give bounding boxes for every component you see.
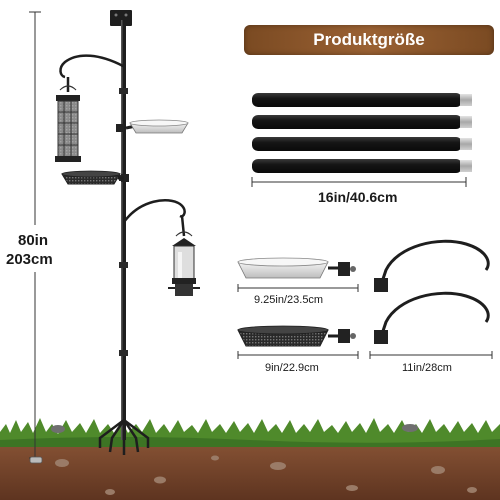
stones — [55, 455, 477, 495]
large-tray-size-label: 9.25in/23.5cm — [254, 294, 324, 306]
height-cm-label: 203cm — [6, 251, 53, 268]
pole-segments — [252, 93, 472, 173]
ground — [0, 418, 500, 500]
hook-size-label: 11in/28cm — [402, 362, 452, 374]
hook-dimension-line — [369, 351, 493, 359]
ground-stake — [98, 419, 150, 455]
tube-feeder — [55, 85, 81, 162]
product-size-banner: Produktgröße — [244, 25, 494, 55]
lower-hook-arm — [122, 198, 186, 237]
height-in-label: 80in — [18, 232, 49, 249]
height-marker — [29, 456, 43, 464]
mesh-tray-size-label: 9in/22.9cm — [265, 362, 319, 374]
hooks — [380, 239, 490, 335]
mesh-tray-dimension-line — [237, 351, 359, 359]
bird-feeder-pole — [98, 10, 150, 455]
rocks — [51, 424, 418, 433]
large-tray-dimension-line — [237, 284, 359, 292]
segment-length-label: 16in/40.6cm — [318, 189, 398, 205]
upper-hook-arm — [59, 54, 124, 92]
banner-title: Produktgröße — [313, 30, 425, 49]
mesh-tray-detail — [237, 325, 356, 347]
large-tray — [237, 257, 356, 279]
seed-feeder — [168, 231, 200, 296]
hook-brackets — [374, 278, 388, 344]
segment-dimension-line — [251, 177, 467, 187]
upper-tray — [116, 119, 189, 134]
mesh-tray — [61, 170, 129, 185]
